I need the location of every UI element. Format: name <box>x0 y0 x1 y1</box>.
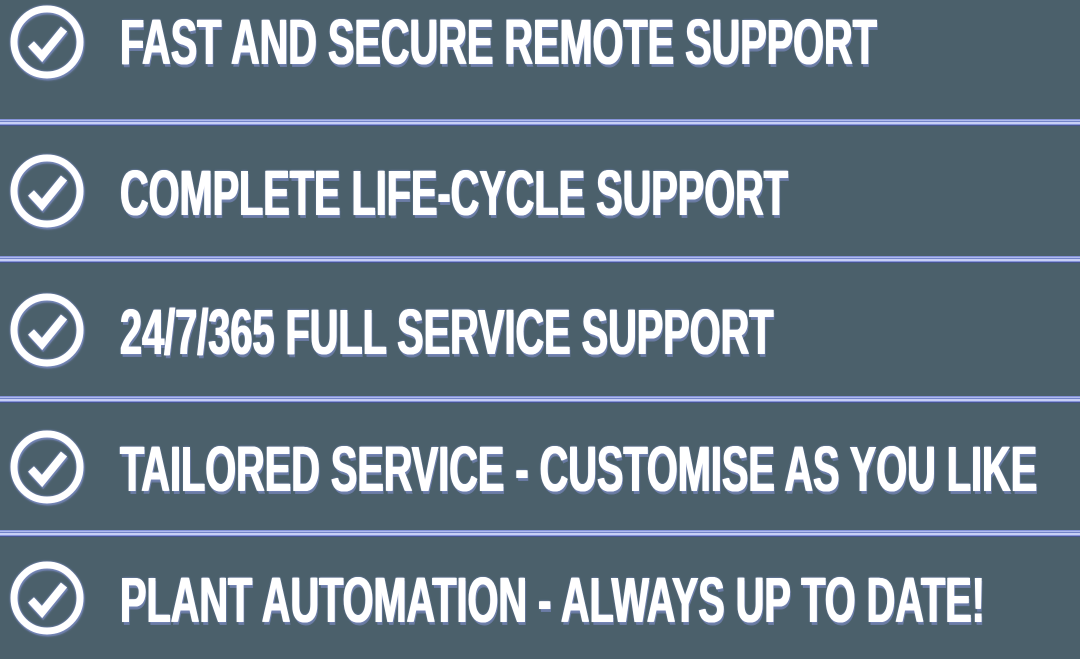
check-circle-icon <box>8 3 86 81</box>
list-item: TAILORED SERVICE - CUSTOMISE AS YOU LIKE <box>0 403 1080 530</box>
list-item: PLANT AUTOMATION - ALWAYS UP TO DATE! <box>0 537 1080 659</box>
divider-line <box>0 119 1080 126</box>
list-item-label: COMPLETE LIFE-CYCLE SUPPORT <box>120 157 788 229</box>
list-item-label: TAILORED SERVICE - CUSTOMISE AS YOU LIKE <box>120 432 1038 505</box>
list-item: COMPLETE LIFE-CYCLE SUPPORT <box>0 126 1080 256</box>
divider-line <box>0 530 1080 537</box>
check-circle-icon <box>8 152 86 230</box>
list-item: 24/7/365 FULL SERVICE SUPPORT <box>0 263 1080 396</box>
check-circle-icon <box>8 559 86 637</box>
divider-line <box>0 396 1080 403</box>
divider-line <box>0 256 1080 263</box>
list-item-label: PLANT AUTOMATION - ALWAYS UP TO DATE! <box>120 564 985 636</box>
list-item: FAST AND SECURE REMOTE SUPPORT <box>0 0 1080 119</box>
check-circle-icon <box>8 291 86 369</box>
check-circle-icon <box>8 428 86 506</box>
list-item-label: FAST AND SECURE REMOTE SUPPORT <box>120 5 877 78</box>
list-item-label: 24/7/365 FULL SERVICE SUPPORT <box>120 295 774 368</box>
